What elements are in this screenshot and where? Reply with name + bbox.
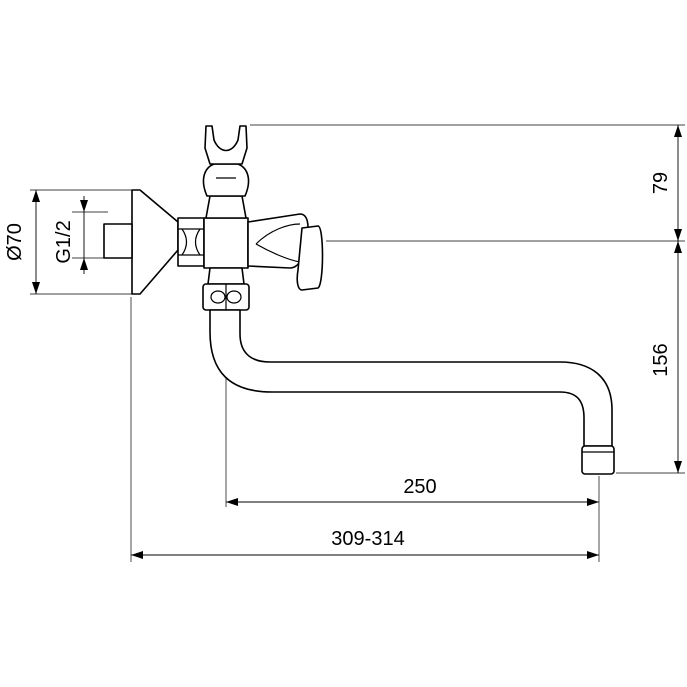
dim-diameter-flange-label: Ø70 (4, 223, 26, 261)
lever-handle (247, 213, 324, 291)
aerator (581, 445, 615, 475)
dim-total-projection-label: 309-314 (331, 528, 404, 550)
dim-spout-reach-label: 250 (403, 476, 436, 498)
valve-body (203, 195, 249, 285)
dimension-lines (32, 125, 682, 559)
extension-lines (30, 124, 685, 562)
dim-thread-label: G1/2 (53, 220, 75, 263)
wall-flange (103, 189, 179, 295)
dim-top-to-axis-label: 79 (650, 172, 672, 194)
dim-axis-to-outlet-label: 156 (650, 343, 672, 376)
swivel-nut (202, 283, 250, 311)
spout-pipe (209, 309, 613, 447)
hex-nut (177, 217, 205, 267)
hand-shower-holder (202, 125, 250, 197)
